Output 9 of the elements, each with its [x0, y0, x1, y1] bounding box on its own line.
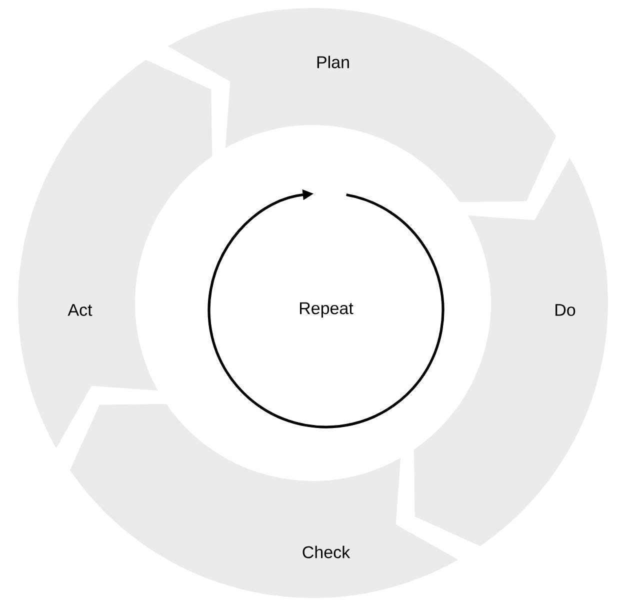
arrow-segment: Act	[18, 60, 212, 448]
node-label: Check	[302, 546, 350, 558]
node-label: Plan	[317, 56, 349, 68]
center-label: Repeat	[300, 302, 354, 318]
arrow-segment: Plan	[168, 8, 556, 202]
node-label: Do	[556, 304, 576, 316]
arrow-segment: Check	[70, 404, 458, 598]
arrow-segment: Do	[414, 158, 608, 546]
node-label: Act	[68, 304, 92, 316]
